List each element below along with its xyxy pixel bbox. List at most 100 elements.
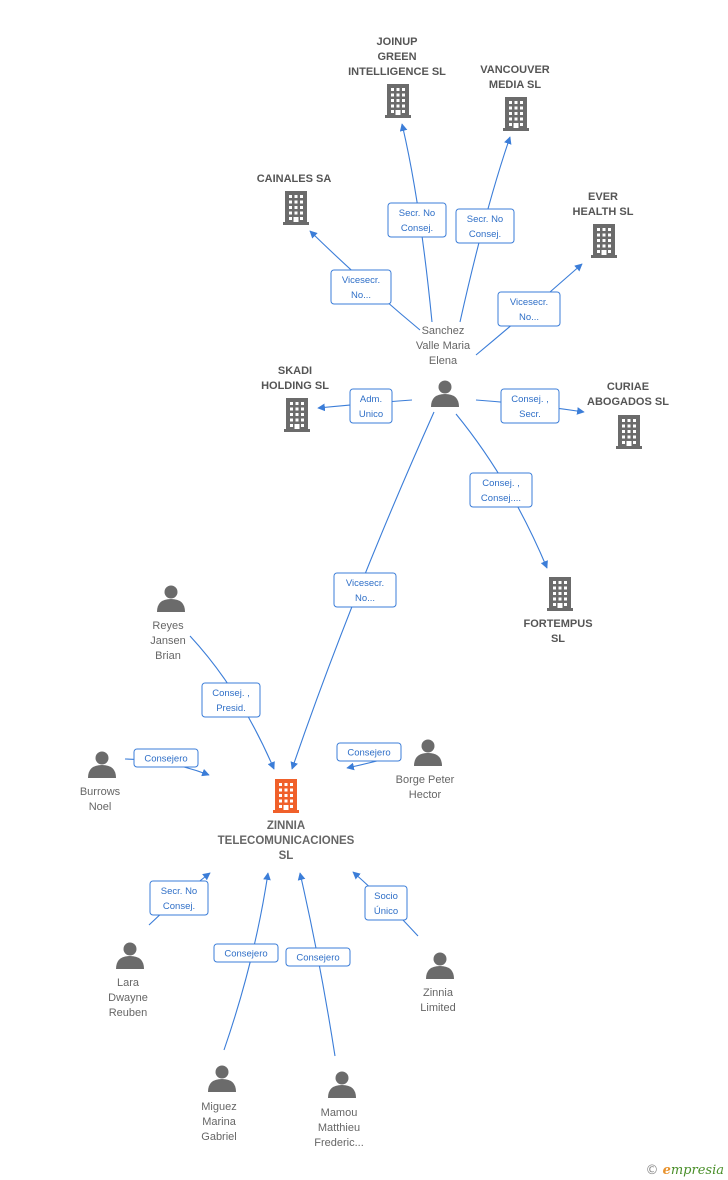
edge-label-text: Consejero — [347, 748, 390, 759]
edge-label-box[interactable]: Secr. No Consej. — [387, 202, 447, 238]
person-icon — [88, 751, 116, 778]
node-cainales[interactable]: CAINALES SA — [257, 173, 332, 225]
edge-curiae: Consej. , Secr. — [475, 388, 585, 424]
node-label: Reuben — [109, 1007, 148, 1019]
edge-burrows: Consejero — [124, 748, 210, 777]
edge-label-box[interactable]: Consej. , Secr. — [500, 388, 560, 424]
node-mamou[interactable]: MamouMatthieuFrederic... — [314, 1071, 364, 1150]
edge-label-frame — [149, 880, 209, 916]
edge-label-text: Consej. , — [482, 478, 520, 489]
edge-label-text: Vicesecr. — [346, 578, 384, 589]
edge-label-text: Consejero — [224, 949, 267, 960]
building-icon — [273, 779, 299, 813]
edge-label-frame — [387, 202, 447, 238]
node-label: SL — [551, 633, 565, 645]
node-fortempus[interactable]: FORTEMPUS SL — [523, 577, 593, 645]
node-label: VANCOUVER — [480, 64, 550, 76]
node-label: Mamou — [321, 1107, 358, 1119]
building-icon — [616, 415, 642, 449]
edge-label-text: Único — [374, 906, 398, 917]
edge-label-box[interactable]: Consej. ,Consej.... — [469, 472, 533, 508]
node-label: Jansen — [150, 635, 185, 647]
edge-label-frame — [285, 947, 351, 967]
building-icon — [503, 97, 529, 131]
node-label: FORTEMPUS — [523, 618, 592, 630]
node-label: Borge Peter — [396, 774, 455, 786]
edge-label-text: Presid. — [216, 703, 246, 714]
edge-label-box[interactable]: Consejero — [336, 742, 402, 762]
edge-label-text: Adm. — [360, 394, 382, 405]
edge-label-frame — [497, 291, 561, 327]
node-label: Matthieu — [318, 1122, 360, 1134]
node-label: Hector — [409, 789, 442, 801]
edge-label-text: Consejero — [144, 754, 187, 765]
brand-e: e — [662, 1163, 671, 1178]
edge-label-box[interactable]: Consej. , Presid. — [201, 682, 261, 718]
edge-label-text: Consej. , — [511, 394, 549, 405]
edge-label-box[interactable]: Vicesecr. No... — [333, 572, 397, 608]
edge-reyes: Consej. , Presid. — [189, 635, 275, 770]
node-label: Burrows — [80, 786, 121, 798]
edge-label-text: Consej. , — [212, 688, 250, 699]
edge-joinup: Secr. No Consej. — [387, 123, 447, 323]
edge-label-box[interactable]: Vicesecr.No... — [497, 291, 561, 327]
edge-label-text: Consej. — [469, 229, 501, 240]
copyright-icon: © — [645, 1163, 659, 1178]
node-skadi[interactable]: SKADI HOLDING SL — [261, 365, 329, 432]
edge-label-frame — [364, 885, 408, 921]
edge-label-text: Consejero — [296, 953, 339, 964]
person-icon — [414, 739, 442, 766]
edge-label-text: Vicesecr. — [342, 275, 380, 286]
edge-borge: Consejero — [336, 742, 402, 771]
edge-skadi: Adm. Unico — [317, 388, 413, 424]
building-icon — [283, 191, 309, 225]
edge-label-frame — [469, 472, 533, 508]
node-label: Zinnia — [423, 987, 454, 999]
person-icon — [157, 585, 185, 612]
edge-label-text: Secr. — [519, 409, 541, 420]
node-label: HOLDING SL — [261, 380, 329, 392]
edge-label-frame — [336, 742, 402, 762]
node-label: Marina — [202, 1116, 237, 1128]
edge-label-frame — [333, 572, 397, 608]
edge-label-box[interactable]: Vicesecr. No... — [330, 269, 392, 305]
edge-label-frame — [133, 748, 199, 768]
edge-label-box[interactable]: Adm. Unico — [349, 388, 393, 424]
edge-label-text: No... — [351, 290, 371, 301]
edge-mamou: Consejero — [285, 872, 351, 1057]
node-label: CURIAE — [607, 381, 649, 393]
edge-vancouver: Secr. No Consej. — [455, 136, 515, 323]
person-icon — [328, 1071, 356, 1098]
node-label: GREEN — [377, 51, 416, 63]
edge-label-text: Secr. No — [399, 208, 435, 219]
node-label: ZINNIA — [267, 820, 305, 832]
edge-label-text: No... — [355, 593, 375, 604]
node-label: HEALTH SL — [573, 206, 634, 218]
building-icon — [385, 84, 411, 118]
building-icon — [591, 224, 617, 258]
node-label: SKADI — [278, 365, 312, 377]
edge-label-text: Consej. — [401, 223, 433, 234]
edge-label-box[interactable]: Consejero — [133, 748, 199, 768]
edge-label-box[interactable]: Secr. No Consej. — [455, 208, 515, 244]
edge-label-box[interactable]: Consejero — [285, 947, 351, 967]
edge-label-text: Vicesecr. — [510, 297, 548, 308]
edge-label-text: Unico — [359, 409, 383, 420]
edge-label-box[interactable]: Consejero — [213, 943, 279, 963]
edge-label-text: Secr. No — [467, 214, 503, 225]
